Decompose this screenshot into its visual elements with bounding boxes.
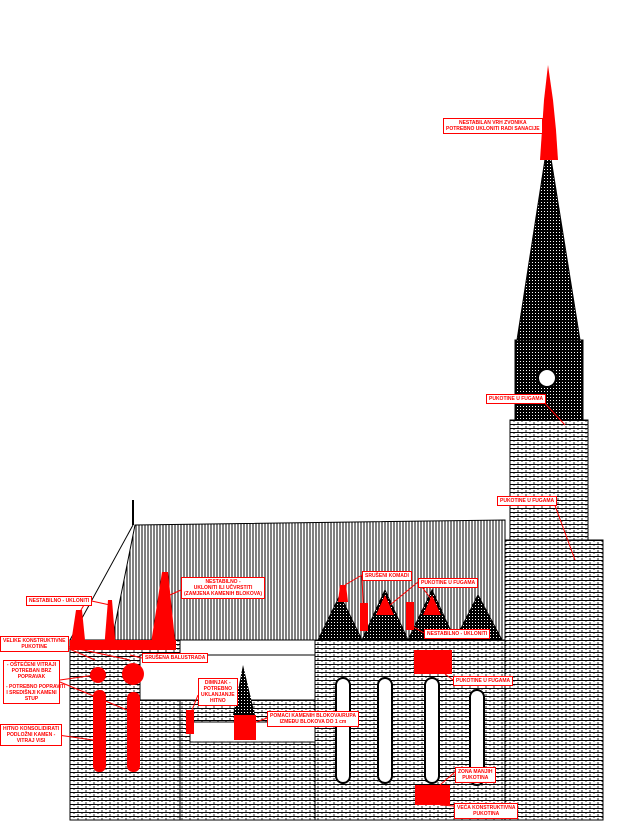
label-tower-cracks-2: PUKOTINE U FUGAMA xyxy=(497,496,558,506)
label-line: PUKOTINA xyxy=(473,811,500,817)
chapel-spire-base xyxy=(234,715,256,740)
tower-belfry xyxy=(509,419,589,541)
label-line: ZONA MANJIH xyxy=(458,769,493,775)
label-nave-cracks: PUKOTINE U FUGAMA xyxy=(453,676,514,686)
left-pinnacle-2 xyxy=(104,600,116,650)
left-gable-damage xyxy=(150,572,176,650)
label-line: POTREBNO xyxy=(203,686,232,692)
spire-tip-damage xyxy=(540,65,558,160)
chimney-damage xyxy=(186,710,194,734)
label-line: STUP xyxy=(24,696,39,702)
label-line: - OŠTEĆENI VITRAJI xyxy=(6,662,57,668)
label-left-gable: NESTABILNO -UKLONITI ILI UČVRSTITI(ZAMJE… xyxy=(181,577,266,599)
label-gable-cracks: PUKOTINE U FUGAMA xyxy=(418,578,479,588)
label-line: PODLOŽNI KAMEN - xyxy=(6,732,56,738)
window-2 xyxy=(127,692,140,772)
label-line: NESTABILAN VRH ZVONIKA xyxy=(458,120,527,126)
nave-windows xyxy=(335,677,485,786)
chapel-spire xyxy=(233,665,255,715)
label-tower-cracks-1: PUKOTINE U FUGAMA xyxy=(486,394,547,404)
label-line: POPRAVAK xyxy=(17,674,46,680)
pinnacle-2 xyxy=(360,603,368,631)
pinnacle-3 xyxy=(406,602,414,630)
label-line: VITRAJ VISI xyxy=(16,738,46,744)
label-line: UKLONITI ILI UČVRSTITI xyxy=(193,585,253,591)
label-line: POTREBAN BRZ xyxy=(11,668,52,674)
label-line: - POTREBNO POPRAVITI xyxy=(6,684,66,690)
label-line: NESTABILNO - xyxy=(205,579,241,585)
gable-crack-2 xyxy=(423,595,441,615)
label-nave-unstable: NESTABILNO - UKLONITI xyxy=(424,629,491,639)
label-line: I SREDIŠNJI KAMENI xyxy=(6,690,57,696)
window-1 xyxy=(93,690,106,772)
base-crack-zone xyxy=(415,785,450,805)
label-line: HITNO KONSOLIDIRATI xyxy=(3,726,60,732)
label-line: IZMEĐU BLOKOVA DO 1 cm xyxy=(279,719,347,725)
label-line: PUKOTINE xyxy=(21,644,48,650)
label-balustrade: SRUŠENA BALUSTRADA xyxy=(142,653,209,663)
label-line: VELIKE KONSTRUKTIVNE xyxy=(3,638,66,644)
gable-crack-1 xyxy=(376,595,394,615)
label-line: HITNO xyxy=(210,698,226,704)
label-line: DIMNJAK - xyxy=(204,680,231,686)
label-line: PUKOTINA xyxy=(462,775,489,781)
damage-zones xyxy=(70,65,558,805)
label-line: POTREBNO UKLONITI RADI SANACIJE xyxy=(446,126,540,132)
label-line: POMACI KAMENIH BLOKOVA/RUPA xyxy=(270,713,356,719)
fallen-pinnacle xyxy=(338,585,348,602)
label-line: UKLANJANJE xyxy=(201,692,235,698)
label-left-unstable: NESTABILNO - UKLONITI xyxy=(26,596,93,606)
clock-icon xyxy=(537,368,557,388)
rose-window-1 xyxy=(90,667,106,683)
label-line: VEĆA KONSTRUKTIVNA xyxy=(457,805,516,811)
nave-crack-zone xyxy=(414,650,452,674)
label-line: (ZAMJENA KAMENIH BLOKOVA) xyxy=(184,591,263,597)
tower-lower xyxy=(504,539,604,821)
parapet-damage xyxy=(70,640,176,650)
label-fallen-pieces: SRUŠENI KOMADI xyxy=(362,571,412,581)
tower-spire xyxy=(516,139,581,341)
rose-window-2 xyxy=(122,663,144,685)
